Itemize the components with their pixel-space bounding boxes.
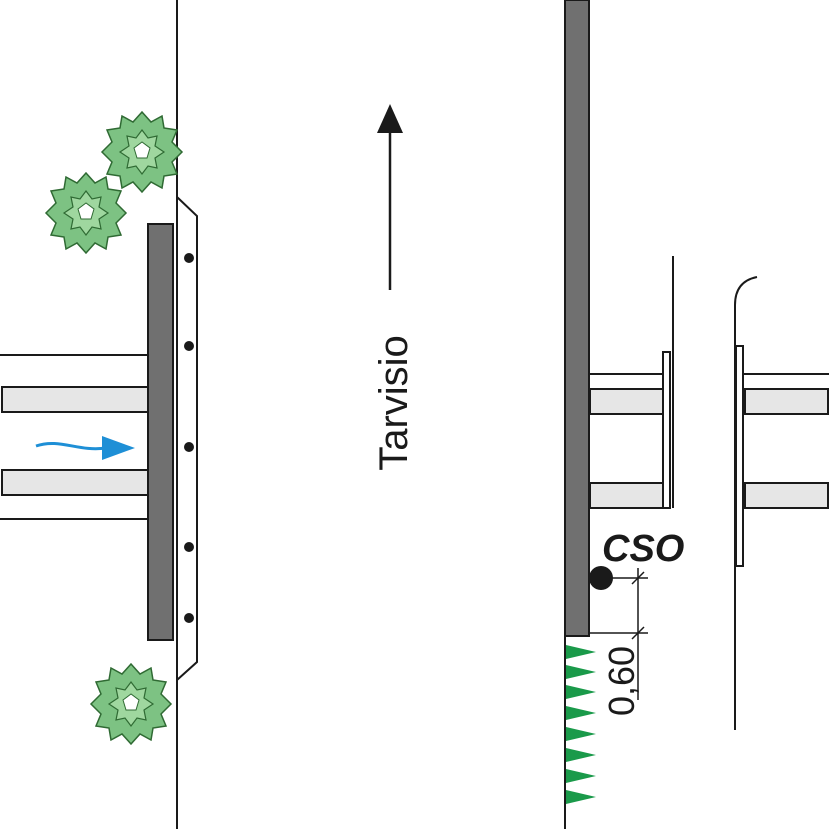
bush-icon xyxy=(45,172,127,254)
bush-icon xyxy=(90,663,172,745)
side-street-lane-upper xyxy=(1,386,149,413)
direction-label: Tarvisio xyxy=(372,335,416,471)
crossing-lane-lower xyxy=(589,482,664,509)
right-platform-bar xyxy=(564,0,590,637)
far-right-strip xyxy=(735,345,744,567)
marker-dot xyxy=(184,442,194,452)
crossing-lane-upper xyxy=(589,388,664,415)
cso-label: CSO xyxy=(602,528,684,570)
marker-dot xyxy=(184,253,194,263)
marker-dot xyxy=(184,341,194,351)
island-strip xyxy=(662,351,671,509)
arrow-up-icon xyxy=(377,104,403,290)
left-platform-bar xyxy=(147,223,174,641)
hedge-markers xyxy=(566,645,596,804)
side-street-lane-lower xyxy=(1,469,149,496)
dimension-label: 0,60 xyxy=(601,646,642,716)
far-right-curb xyxy=(734,276,758,730)
dimension-annotation xyxy=(589,568,648,700)
bush-icon xyxy=(101,111,183,193)
lay-by-outline xyxy=(176,196,198,681)
crossing-lane-lower-right xyxy=(744,482,829,509)
marker-dot xyxy=(184,613,194,623)
marker-dot xyxy=(184,542,194,552)
curved-arrow-right-icon xyxy=(35,436,135,460)
crossing-lane-upper-right xyxy=(744,388,829,415)
